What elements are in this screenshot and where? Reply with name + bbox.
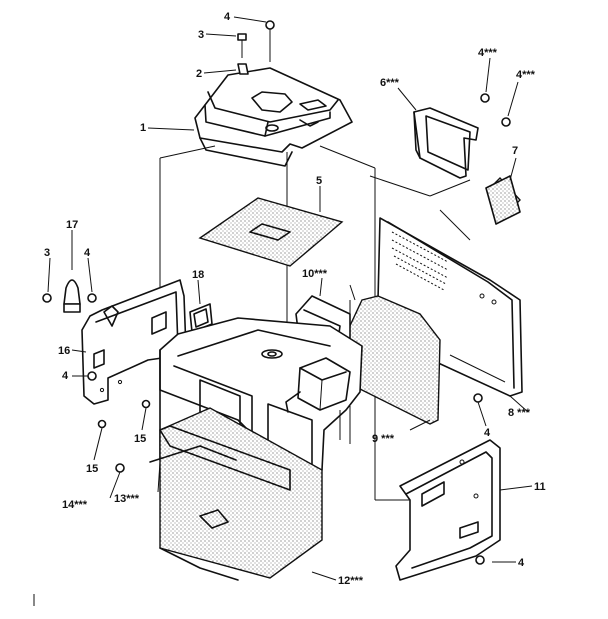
clip-part-2 xyxy=(237,63,249,75)
screw-top-4 xyxy=(265,20,275,62)
callout-2: 2 xyxy=(196,68,202,80)
screw-top-3 xyxy=(237,33,247,58)
leader-lines xyxy=(47,16,533,581)
callout-12: 12*** xyxy=(338,575,364,587)
callout-11: 11 xyxy=(534,481,546,493)
callout-7: 7 xyxy=(512,145,518,157)
callout-17: 17 xyxy=(66,219,78,231)
screw-8 xyxy=(473,393,483,403)
callout-labels: 4 3 2 1 4*** 4*** 6*** 7 5 10*** 17 3 4 … xyxy=(44,11,546,587)
screw-6-right xyxy=(501,117,511,127)
callout-4-left: 4 xyxy=(84,247,91,259)
lamp-17 xyxy=(63,279,81,313)
callout-5: 5 xyxy=(316,175,322,187)
callout-10: 10*** xyxy=(302,268,328,280)
callout-15-b: 15 xyxy=(86,463,98,475)
callout-4-top: 4 xyxy=(224,11,231,23)
callout-3-left: 3 xyxy=(44,247,50,259)
screw-6-left xyxy=(480,93,490,103)
screw-14 xyxy=(115,463,125,473)
callout-1: 1 xyxy=(140,122,146,134)
grommet-15a xyxy=(97,419,107,429)
screw-left-3 xyxy=(42,293,52,303)
callout-4-right: 4 xyxy=(484,427,491,439)
callout-4-bottom: 4 xyxy=(518,557,525,569)
vent-grid xyxy=(391,231,449,291)
callout-15-a: 15 xyxy=(134,433,146,445)
callout-6: 6*** xyxy=(380,77,400,89)
plate-7 xyxy=(485,175,521,225)
screw-11 xyxy=(475,555,485,565)
grommet-15b xyxy=(141,399,151,409)
screw-left-4b xyxy=(87,371,97,381)
callout-14: 14*** xyxy=(62,499,88,511)
strip-13 xyxy=(149,445,237,463)
callout-18: 18 xyxy=(192,269,204,281)
top-cover xyxy=(194,67,353,167)
callout-3-top: 3 xyxy=(198,29,204,41)
callout-16: 16 xyxy=(58,345,70,357)
callout-4-stars-b: 4*** xyxy=(516,69,536,81)
callout-4-stars-a: 4*** xyxy=(478,47,498,59)
side-panel-16 xyxy=(81,279,187,405)
bracket-6 xyxy=(413,107,479,179)
part-18 xyxy=(189,303,213,333)
callout-4-left-lower: 4 xyxy=(62,370,69,382)
callout-13: 13*** xyxy=(114,493,140,505)
plate-11 xyxy=(395,439,501,581)
callout-9: 9 *** xyxy=(372,433,395,445)
cavity-12 xyxy=(159,407,323,581)
screw-left-4 xyxy=(87,293,97,303)
insulation-pad xyxy=(198,197,344,267)
callout-8: 8 *** xyxy=(508,407,531,419)
